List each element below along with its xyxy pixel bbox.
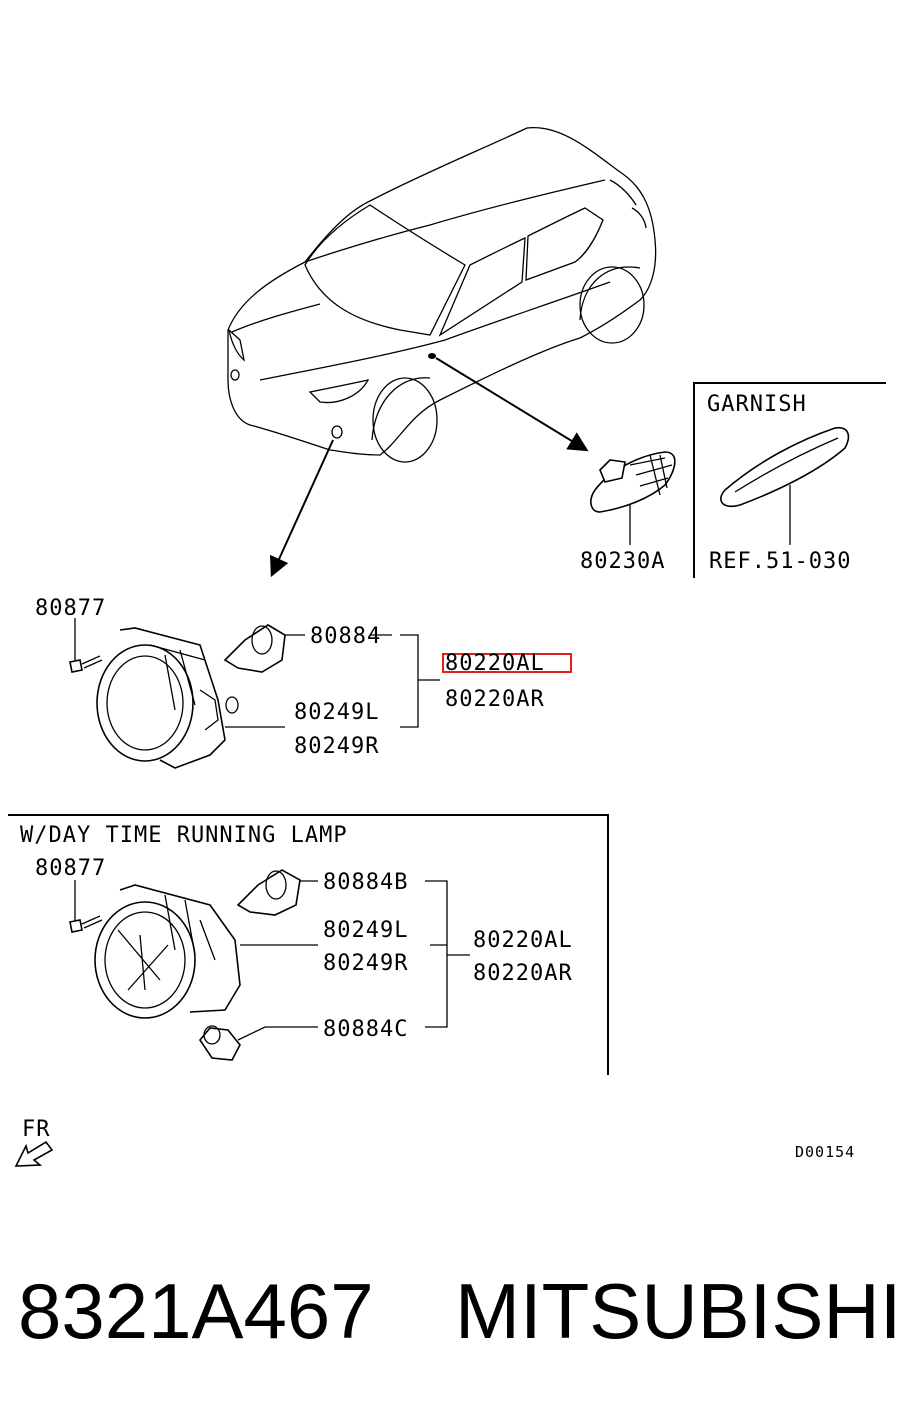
assembly-left-label: 80220AL: [445, 651, 545, 676]
socket-left-label: 80249L: [294, 700, 379, 725]
drl-title: W/DAY TIME RUNNING LAMP: [20, 823, 348, 848]
drl-box: [8, 814, 609, 1075]
bolt-label: 80877: [35, 596, 106, 621]
bulb-label: 80884: [310, 624, 381, 649]
drl-socket-left-label: 80249L: [323, 918, 408, 943]
car-illustration: [227, 126, 657, 578]
drl-bulb-b-label: 80884B: [323, 870, 408, 895]
drl-assembly-right-label: 80220AR: [473, 961, 573, 986]
front-arrow-icon: [14, 1140, 54, 1167]
front-indicator-label: FR: [22, 1117, 51, 1142]
drl-bolt-label: 80877: [35, 856, 106, 881]
garnish-ref: REF.51-030: [709, 549, 851, 574]
fog-lamp-part: [69, 618, 440, 769]
footer-brand: MITSUBISHI: [455, 1267, 901, 1355]
drl-socket-right-label: 80249R: [323, 951, 408, 976]
garnish-title: GARNISH: [707, 392, 807, 417]
footer-part-number: 8321A467: [18, 1267, 374, 1355]
drl-assembly-left-label: 80220AL: [473, 928, 573, 953]
assembly-right-label: 80220AR: [445, 687, 545, 712]
diagram-code: D00154: [795, 1143, 855, 1161]
side-lamp-part: [590, 451, 676, 545]
socket-right-label: 80249R: [294, 734, 379, 759]
garnish-box: [693, 382, 886, 578]
highlight-box: [442, 653, 572, 673]
side-lamp-label: 80230A: [580, 549, 665, 574]
drl-bulb-c-label: 80884C: [323, 1017, 408, 1042]
